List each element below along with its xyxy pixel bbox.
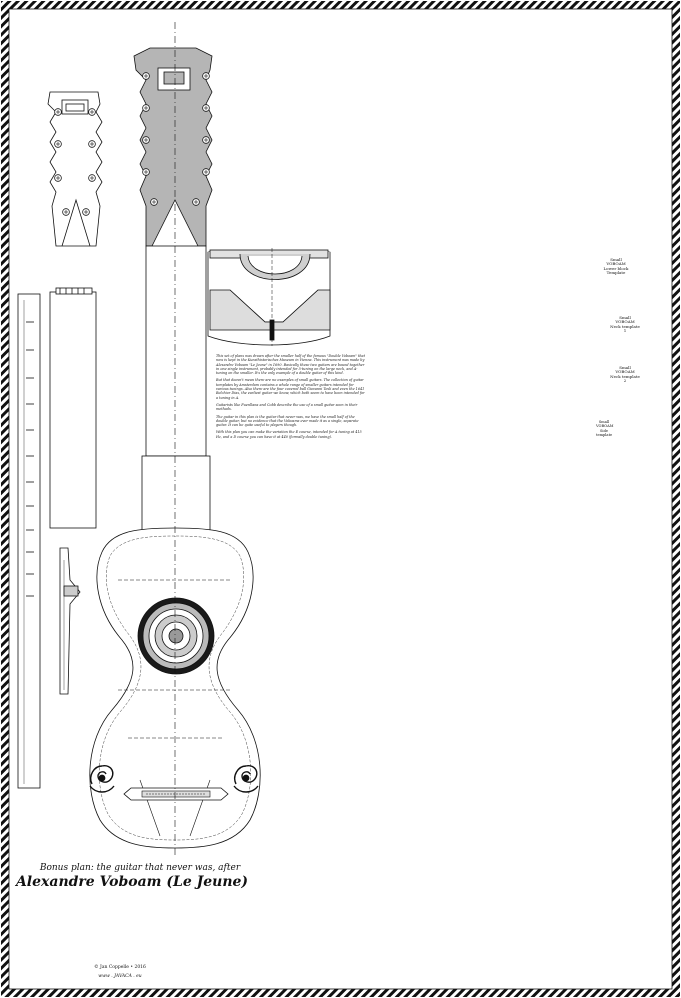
neck-front — [145, 245, 207, 457]
note-paragraph: With this plan you can make the variatio… — [216, 430, 362, 439]
bridge-side-view-left — [59, 547, 81, 695]
plan-title: Alexandre Voboam (Le Jeune) — [15, 874, 249, 890]
website-text: www . JAVACA . eu — [98, 974, 142, 979]
neck-joint-detail — [207, 248, 331, 346]
guitar-top-front — [89, 47, 261, 849]
note-paragraph: But that doesn't mean there are no examp… — [216, 378, 365, 400]
copyright-text: © Jan Coppelle • 2016 — [94, 965, 146, 970]
template-label-neck-2: Small VOBOAM Neck template 2 — [610, 365, 640, 384]
note-paragraph: This set of plans was drawn after the sm… — [216, 354, 365, 376]
plan-subtitle: Bonus plan: the guitar that never was, a… — [39, 863, 241, 873]
headstock-template-left — [47, 91, 103, 247]
template-label-lower-block: Small VOBOAM Lower block Template — [603, 257, 629, 276]
plan-notes: This set of plans was drawn after the sm… — [216, 354, 366, 442]
template-label-side: Small VOBOAM Side template — [596, 420, 614, 438]
note-paragraph: The guitar in this plan is the guitar th… — [216, 414, 359, 428]
inner-sheet — [8, 8, 673, 990]
fretboard-scale-left — [17, 293, 41, 789]
template-label-neck-1: Small VOBOAM Neck template 1 — [610, 315, 640, 334]
rosette-icon — [137, 597, 215, 675]
fretboard-plate-left — [49, 287, 97, 529]
note-paragraph: Guitarists like Fuenllana and Cobb descr… — [216, 402, 358, 412]
headstock-front — [133, 47, 213, 247]
